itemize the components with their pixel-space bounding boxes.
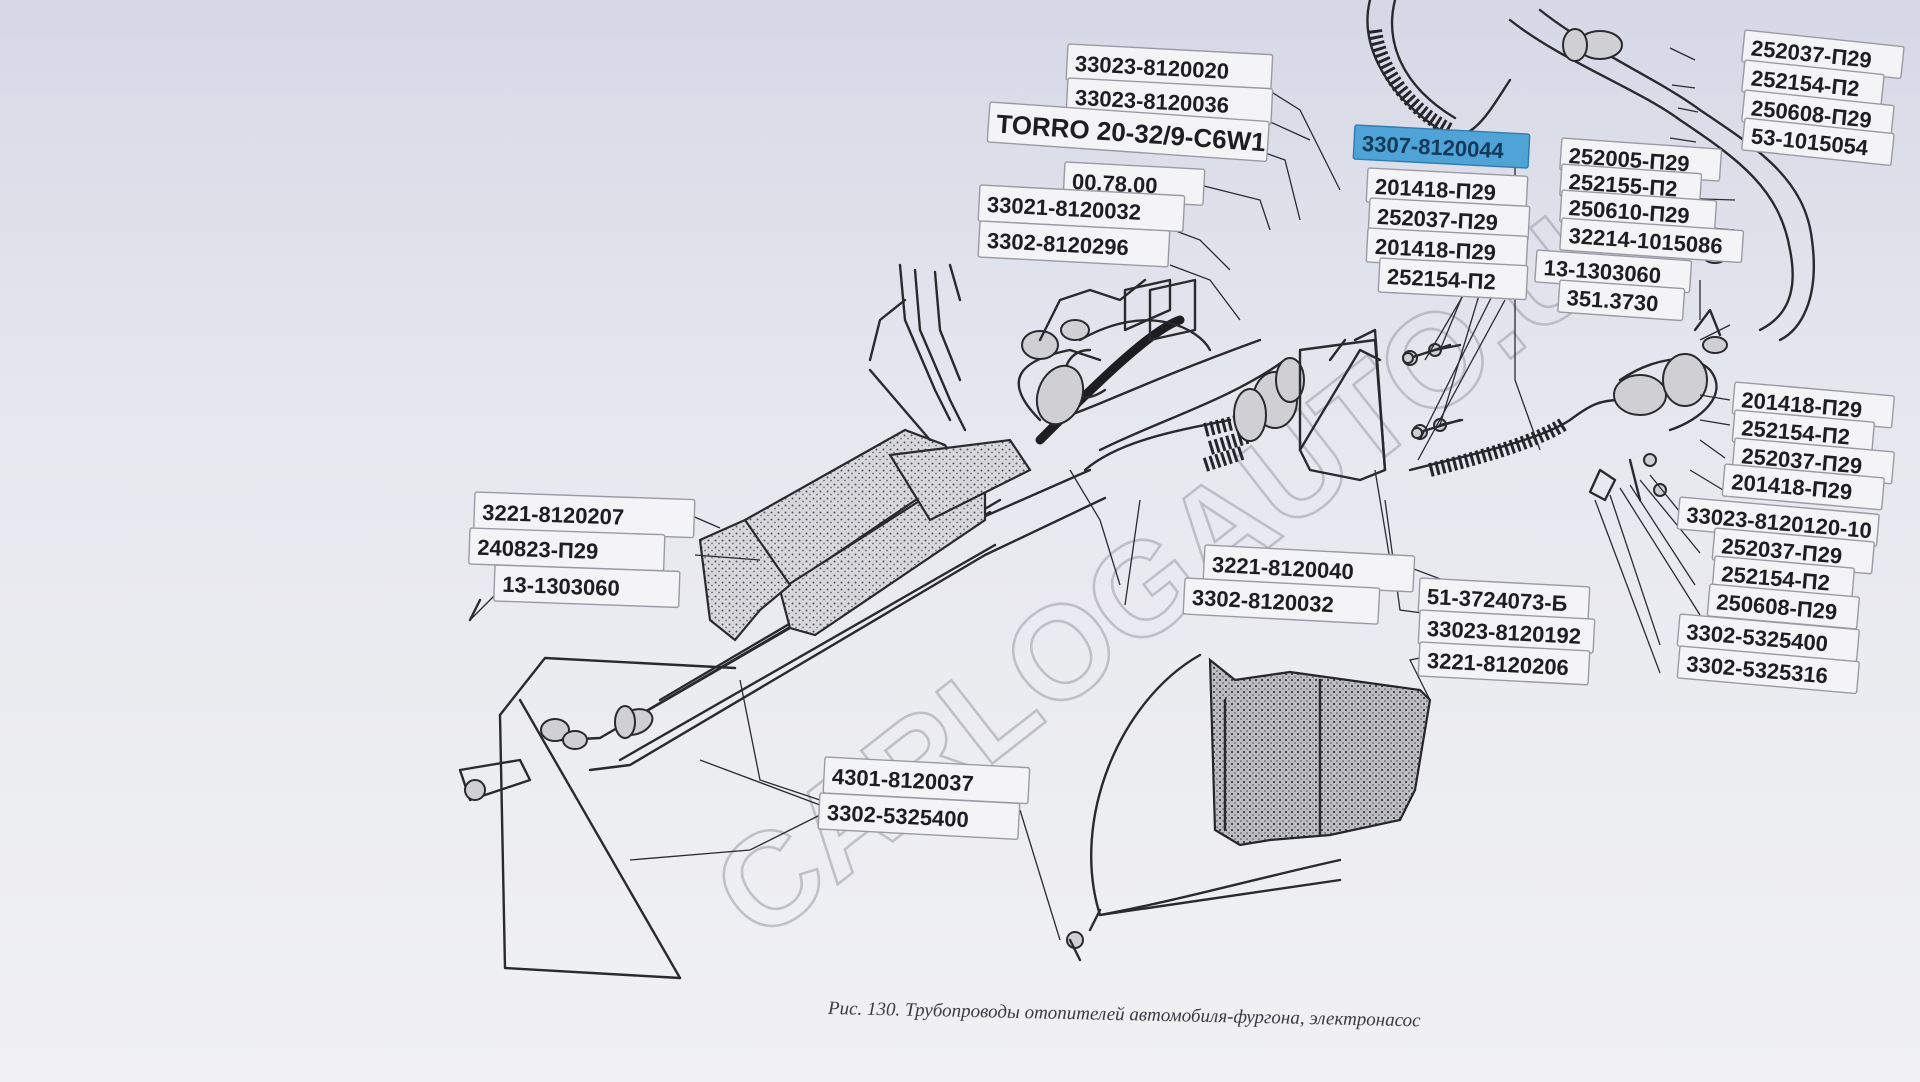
part-label-box: [986, 101, 1270, 162]
part-label-p15: 53-1015054: [1741, 117, 1895, 167]
part-label-box: [1182, 577, 1381, 625]
part-label-p19: 32214-1015086: [1559, 217, 1745, 264]
part-label-p33: 240823-П29: [468, 527, 666, 572]
upper-left-tubes: [868, 263, 967, 442]
upper-pipe-bends: [1017, 278, 1287, 472]
part-label-p41: 3302-5325400: [817, 792, 1021, 841]
stippled-housing: [698, 428, 1032, 642]
part-label-box: [977, 220, 1171, 268]
part-label-p06: 3302-8120296: [977, 220, 1171, 268]
electric-pump: [1408, 308, 1728, 502]
part-number-text: 252154-П2: [1386, 264, 1496, 295]
heater-housing-outline: [468, 598, 737, 980]
part-label-box: [1721, 463, 1885, 511]
part-label-p11: 252154-П2: [1377, 257, 1529, 301]
part-label-p01: 33023-8120020: [1065, 43, 1274, 92]
part-label-box: [1559, 217, 1745, 264]
part-label-p21: 351.3730: [1557, 279, 1686, 322]
part-label-box: [1417, 641, 1591, 686]
part-number-text: 3221-8120207: [482, 500, 625, 530]
part-label-box: [1377, 257, 1529, 301]
pipe-fittings-left: [458, 705, 654, 802]
part-label-p34: 13-1303060: [493, 564, 681, 609]
part-label-box: [493, 564, 681, 609]
part-label-box: [1557, 279, 1686, 322]
part-label-p31: 3302-5325316: [1676, 645, 1860, 695]
part-label-p29: 250608-П29: [1706, 583, 1860, 630]
screws: [1402, 343, 1464, 439]
part-label-box: [817, 792, 1021, 841]
heater-shield: [1066, 653, 1432, 962]
part-label-p05: 33021-8120032: [977, 184, 1186, 233]
part-number-text: 13-1303060: [502, 572, 620, 601]
part-label-box: [1352, 124, 1531, 169]
part-number-text: 240823-П29: [477, 535, 599, 564]
part-label-p25: 201418-П29: [1721, 463, 1885, 511]
hose-clamps: [1202, 357, 1305, 472]
part-label-p39: 3221-8120206: [1417, 641, 1591, 686]
part-label-box: [1676, 645, 1860, 695]
part-label-p36: 3302-8120032: [1182, 577, 1381, 625]
part-label-p35: 3221-8120040: [1202, 544, 1416, 593]
part-label-box: [1741, 117, 1895, 167]
part-label-p32: 3221-8120207: [473, 491, 696, 539]
part-label-p07: 3307-8120044: [1352, 124, 1531, 169]
